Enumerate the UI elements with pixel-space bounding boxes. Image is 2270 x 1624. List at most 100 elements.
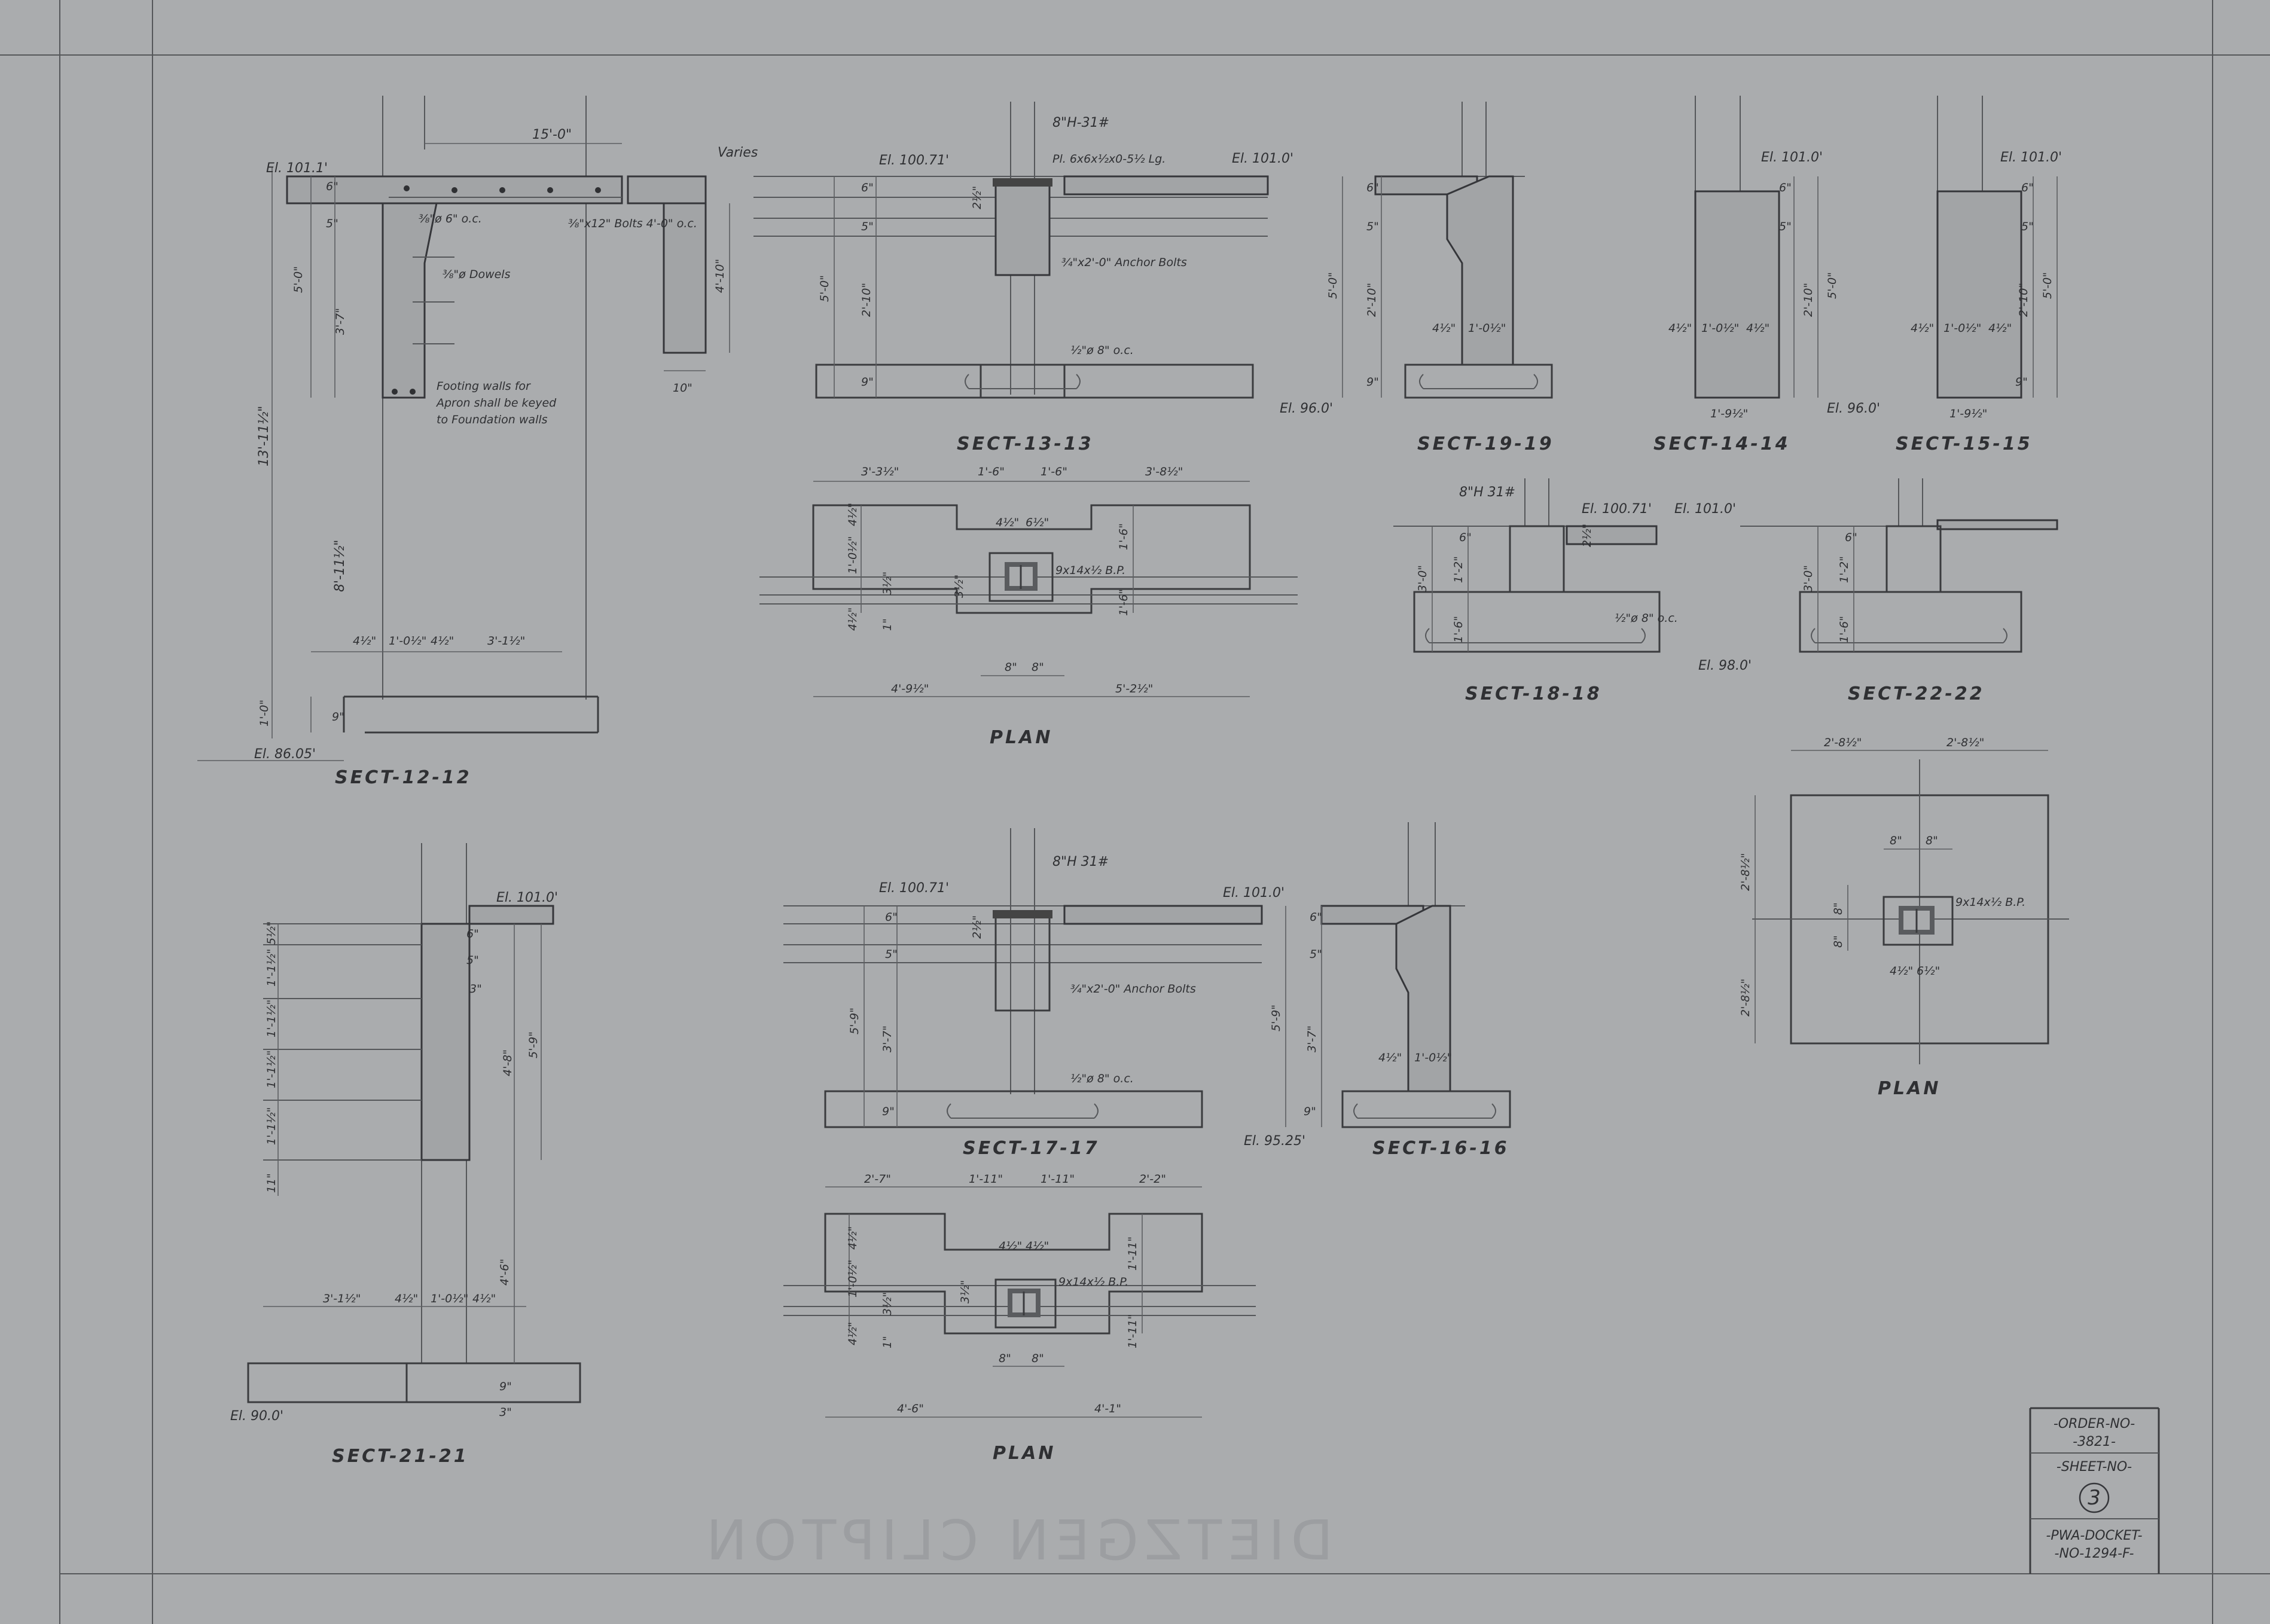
dim-label: 4½"	[846, 608, 859, 631]
dim-label: 3'-0"	[1802, 565, 1815, 592]
dim-label: 4½"	[1911, 322, 1934, 335]
elevation-label: El. 86.05'	[254, 747, 316, 762]
dim-label: 1'-0½"	[1414, 1051, 1452, 1064]
dim-label: 4½"	[1668, 322, 1692, 335]
dim-label: 3'-0"	[1416, 565, 1429, 592]
dim-label: 1'-1½"	[265, 1000, 278, 1037]
dim-label: 3'-3½"	[861, 465, 899, 478]
dim-label: 8"	[999, 1352, 1011, 1365]
beam-label: 8"H 31#	[1459, 485, 1515, 500]
section-title: SECT-21-21	[332, 1446, 469, 1467]
dim-label: 2½"	[971, 915, 984, 939]
dim-label: 1'-11"	[1126, 1314, 1139, 1348]
dim-label: 5"	[861, 220, 874, 233]
sheet-label: -SHEET-NO-	[2057, 1460, 2132, 1475]
dim-label: 3½"	[953, 575, 966, 598]
anchor-bolts-note: ¾"x2'-0" Anchor Bolts	[1070, 982, 1196, 996]
dim-label: 6"	[1310, 911, 1322, 924]
dim-label: 9"	[882, 1105, 895, 1118]
title-block: -ORDER-NO- -3821- -SHEET-NO- 3 -PWA-DOCK…	[2029, 1407, 2160, 1574]
dim-label: 6"	[885, 911, 898, 924]
dim-label: 11"	[265, 1173, 278, 1193]
dim-label: 1'-6"	[978, 465, 1005, 478]
elevation-label: El. 100.71'	[879, 153, 949, 168]
section-16-16: 6" 5" 5'-9" 3'-7" 9" 4½" 1'-0½" SECT-16-…	[1270, 822, 1511, 1159]
dim-label: 2'-8½"	[1739, 853, 1752, 891]
dim-label: 8"	[1832, 935, 1845, 948]
dim-label: 1'-6"	[1838, 616, 1851, 643]
dim-label: 5"	[1310, 948, 1322, 961]
section-title: SECT-17-17	[963, 1138, 1100, 1159]
bearing-plate-label: 9x14x½ B.P.	[1058, 1275, 1128, 1289]
elevation-label: El. 100.71'	[1582, 502, 1652, 517]
dim-label: 4½"	[1746, 322, 1769, 335]
section-17-17: 8"H 31# El. 100.71' El. 101.0' El. 95.25…	[783, 828, 1305, 1159]
dim-label: 5'-9"	[848, 1008, 861, 1034]
section-title: SECT-22-22	[1848, 683, 1985, 704]
plan-title: PLAN	[990, 727, 1052, 748]
dim-label: 3½"	[959, 1280, 972, 1304]
dowels-note: ⅜"ø Dowels	[443, 268, 511, 281]
section-22-22: 6" 1'-2" 1'-6" 3'-0" SECT-22-22	[1740, 478, 2058, 704]
dim-label: 5'-0"	[1826, 272, 1839, 299]
dim-label: 8"	[1005, 661, 1017, 674]
dim-label: 5½"	[265, 921, 278, 945]
rebar-note: ½"ø 8" o.c.	[1615, 612, 1678, 625]
dim-label: 13'-11½"	[257, 406, 271, 466]
dim-label: 1'-2"	[1452, 556, 1465, 583]
dim-label: 8"	[1832, 902, 1845, 915]
dim-label: 1'-0½"	[846, 536, 859, 574]
dim-label: 4½"	[1378, 1051, 1402, 1064]
dim-label: 3'-7"	[881, 1025, 894, 1052]
elevation-label: El. 101.0'	[1232, 151, 1293, 166]
dim-label: 4'-6"	[897, 1402, 924, 1415]
rebar-note: ½"ø 8" o.c.	[1070, 344, 1134, 357]
dim-label: 1'-9½"	[1949, 407, 1987, 420]
section-title: SECT-14-14	[1653, 434, 1790, 454]
plate-label: Pl. 6x6x½x0-5½ Lg.	[1052, 152, 1165, 166]
dim-label: 6½"	[1026, 516, 1049, 529]
dim-label: 4½"	[1988, 322, 2012, 335]
dim-label: 5"	[326, 217, 338, 230]
varies-label: Varies	[718, 145, 758, 160]
dim-label: 4½"	[472, 1292, 496, 1305]
dim-label: 1'-0½"	[1943, 322, 1981, 335]
dim-label: 6"	[1366, 181, 1379, 194]
dim-label: 4½"	[353, 634, 376, 648]
dim-label: 1'-0½"	[1468, 322, 1506, 335]
plan-bottom: 2'-7" 1'-11" 1'-11" 2'-2" 4½" 1'-0½" 4½"…	[783, 1173, 1256, 1464]
section-18-18: 8"H 31# El. 100.71' El. 101.0' El. 98.0'…	[1393, 478, 1752, 704]
dim-label: 1'-0"	[258, 700, 271, 726]
elevation-label: El. 95.25'	[1244, 1134, 1305, 1149]
bearing-plate-label: 9x14x½ B.P.	[1055, 564, 1125, 577]
footing-note: Apron shall be keyed	[435, 396, 557, 410]
section-title: SECT-15-15	[1896, 434, 2033, 454]
beam-label: 8"H-31#	[1052, 115, 1109, 130]
dim-label: 3½"	[881, 572, 894, 595]
dim-label: 2'-10"	[2017, 283, 2030, 317]
dim-label: 2½"	[971, 186, 984, 209]
elevation-label: El. 96.0'	[1280, 401, 1333, 416]
dim-label: 5'-0"	[1326, 272, 1340, 299]
dim-label: 5'-9"	[527, 1031, 540, 1058]
dim-label: 6"	[466, 927, 479, 941]
section-19-19: 6" 5" 5'-0" 2'-10" 9" 4½" 1'-0½" SECT-19…	[1326, 102, 1553, 454]
dim-label: 6"	[1845, 531, 1857, 544]
dim-label: 4½"	[846, 1226, 859, 1250]
dim-label: 4'-9½"	[891, 682, 929, 695]
dim-label: 1'-1½"	[265, 1051, 278, 1088]
dim-label: 8'-11½"	[332, 540, 347, 592]
dim-label: 3'-7"	[334, 308, 347, 335]
dim-label: 5"	[2021, 220, 2034, 233]
dim-label: 8"	[1032, 661, 1044, 674]
dim-label: 6"	[2021, 181, 2034, 194]
dim-label: 3"	[499, 1406, 512, 1419]
dim-label: 4½"	[846, 503, 859, 526]
dim-label: 5"	[1779, 220, 1792, 233]
docket-label: -PWA-DOCKET-	[2046, 1528, 2142, 1543]
dim-label: 4'-10"	[713, 259, 727, 293]
dim-label: 2'-2"	[1139, 1173, 1166, 1186]
span-dimension: 15'-0"	[532, 127, 572, 142]
dim-label: 4'-8"	[501, 1049, 514, 1076]
